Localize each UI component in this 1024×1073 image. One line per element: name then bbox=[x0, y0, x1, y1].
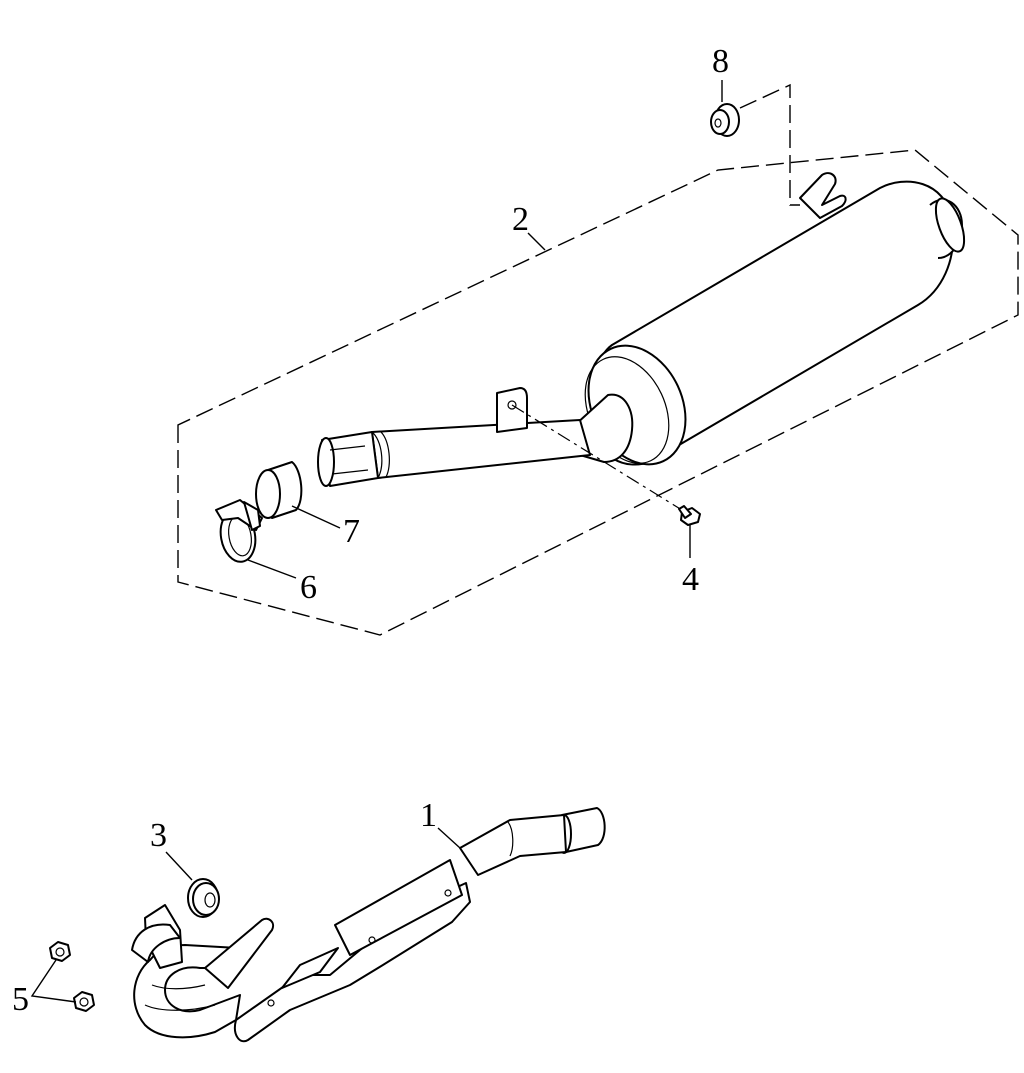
leader-line-2 bbox=[527, 232, 546, 251]
callout-4: 4 bbox=[682, 561, 699, 598]
grommet-icon bbox=[710, 103, 740, 137]
bolt-alignment-line bbox=[511, 404, 691, 516]
assembly-boundary-outline bbox=[177, 149, 1019, 636]
bolt-icon bbox=[678, 505, 701, 526]
grommet-alignment-line bbox=[739, 83, 800, 206]
nut-icon bbox=[49, 941, 71, 962]
leader-line-7 bbox=[291, 505, 341, 529]
callout-7: 7 bbox=[343, 513, 360, 550]
leader-line-3 bbox=[165, 851, 193, 881]
nut-icon bbox=[73, 991, 95, 1012]
header-pipe-icon bbox=[131, 807, 606, 1043]
callout-2: 2 bbox=[512, 201, 529, 238]
callout-8: 8 bbox=[712, 43, 729, 80]
muffler-icon bbox=[317, 172, 966, 487]
leader-line-5 bbox=[30, 959, 77, 1003]
sleeve-icon bbox=[255, 461, 303, 519]
callout-6: 6 bbox=[300, 569, 317, 606]
leader-line-1 bbox=[437, 827, 461, 849]
callout-1: 1 bbox=[420, 797, 437, 834]
leader-line-6 bbox=[247, 559, 297, 579]
callout-5: 5 bbox=[12, 981, 29, 1018]
callout-3: 3 bbox=[150, 817, 167, 854]
clamp-icon bbox=[215, 499, 263, 563]
ring-gasket-icon bbox=[187, 878, 220, 918]
